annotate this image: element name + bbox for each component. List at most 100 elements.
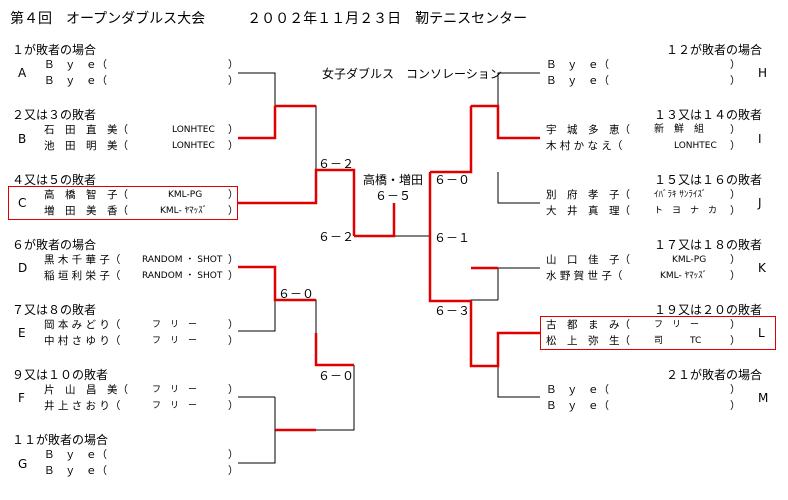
player-club: LONHTEC [674, 141, 717, 151]
player-club: フ リ ー [152, 401, 198, 411]
entry-letter: A [18, 66, 27, 80]
champion-name: 高橋・増田 [362, 173, 423, 187]
player-name: 池 田 明 美（ [44, 140, 128, 152]
event-name: 女子ダブルス コンソレーション [322, 67, 502, 81]
entry-letter: G [18, 457, 28, 471]
entry-letter: J [758, 196, 762, 210]
entry-label: １９又は２０の敗者 [654, 303, 763, 317]
player-close: ） [730, 319, 741, 331]
player-close: ） [730, 335, 741, 347]
player-club: ｲﾊﾞﾗｷ ｻﾝﾗｲｽﾞ [654, 190, 707, 200]
player-name: 岡 本 み ど り（ [44, 319, 121, 331]
entry-label: ７又は８の敗者 [12, 303, 97, 317]
player-club: RANDOM ・ SHOT [142, 255, 223, 265]
entry-label: １が敗者の場合 [12, 43, 97, 57]
entry-label: １７又は１８の敗者 [654, 238, 763, 252]
player-club: 新 鮮 組 [654, 124, 704, 135]
player-name: 高 橋 智 子（ [44, 189, 128, 201]
player-close: ） [730, 189, 741, 201]
player-name: 水 野 賀 世 子（ [546, 270, 623, 282]
player-close: ） [730, 400, 741, 412]
player-close: ） [730, 254, 741, 266]
player-close: ） [228, 205, 239, 217]
score-left-r1-de: ６－０ [278, 287, 315, 301]
player-club: KML-PG [168, 190, 203, 200]
player-close: ） [228, 254, 239, 266]
entry-label: ９又は１０の敗者 [12, 368, 109, 382]
entry-label: １３又は１４の敗者 [654, 108, 763, 122]
player-close: ） [228, 140, 239, 152]
player-name: 木 村 か な え（ [546, 140, 623, 152]
player-close: ） [730, 270, 741, 282]
player-club: ト ヨ ナ カ [654, 206, 718, 216]
entry-letter: D [18, 261, 28, 275]
player-name: Ｂ ｙ ｅ（ [546, 75, 609, 87]
score-right-r2-top: ６－０ [434, 173, 471, 187]
entry-letter: K [758, 261, 766, 275]
player-name: 稲 垣 利 栄 子（ [44, 270, 121, 282]
player-name: 別 府 孝 子（ [546, 189, 630, 201]
player-close: ） [228, 75, 239, 87]
player-club: KML-PG [672, 255, 707, 265]
player-close: ） [228, 270, 239, 282]
entry-label: ２又は３の敗者 [12, 108, 97, 122]
player-name: 増 田 美 香（ [44, 205, 128, 217]
entry-label: ２１が敗者の場合 [666, 368, 763, 382]
player-name: Ｂ ｙ ｅ（ [546, 384, 609, 396]
player-name: 黒 木 千 華 子（ [44, 254, 121, 266]
entry-label: ４又は５の敗者 [12, 173, 97, 187]
player-name: Ｂ ｙ ｅ（ [44, 465, 107, 477]
entry-letter: C [18, 196, 27, 210]
player-close: ） [730, 205, 741, 217]
player-name: Ｂ ｙ ｅ（ [546, 400, 609, 412]
score-left-r3: ６－２ [318, 230, 355, 244]
player-club: LONHTEC [172, 125, 215, 135]
player-close: ） [730, 59, 741, 71]
entry-label: ６が敗者の場合 [12, 238, 97, 252]
entry-letter: B [18, 132, 27, 146]
player-close: ） [228, 335, 239, 347]
player-name: 宇 城 多 恵（ [546, 124, 630, 136]
player-close: ） [730, 140, 741, 152]
player-name: 大 井 真 理（ [546, 205, 630, 217]
entry-letter: L [758, 326, 765, 340]
entry-label: １５又は１６の敗者 [654, 173, 763, 187]
player-close: ） [228, 465, 239, 477]
runner-highlight-right [540, 316, 776, 350]
player-name: 片 山 昌 美（ [44, 384, 128, 396]
player-club: フ リ ー [152, 320, 198, 330]
player-close: ） [228, 59, 239, 71]
player-club: フ リ ー [152, 336, 198, 346]
player-close: ） [228, 384, 239, 396]
final-score: ６－５ [374, 189, 411, 203]
player-club: KML- ﾔﾏｯｽﾞ [160, 206, 208, 216]
player-name: 中 村 さ ゆ り（ [44, 335, 121, 347]
player-close: ） [730, 384, 741, 396]
entry-letter: H [758, 66, 768, 80]
player-name: 古 都 ま み（ [546, 319, 630, 331]
entry-label: １１が敗者の場合 [12, 433, 109, 447]
player-close: ） [228, 189, 239, 201]
player-close: ） [228, 400, 239, 412]
player-close: ） [228, 319, 239, 331]
player-name: Ｂ ｙ ｅ（ [44, 449, 107, 461]
player-name: Ｂ ｙ ｅ（ [546, 59, 609, 71]
player-name: Ｂ ｙ ｅ（ [44, 59, 107, 71]
player-name: Ｂ ｙ ｅ（ [44, 75, 107, 87]
entry-letter: M [758, 391, 769, 405]
player-name: 石 田 直 美（ [44, 124, 128, 136]
player-club: フ リ ー [152, 385, 198, 395]
player-club: RANDOM ・ SHOT [142, 271, 223, 281]
entry-letter: F [18, 391, 25, 405]
player-close: ） [228, 449, 239, 461]
player-close: ） [730, 75, 741, 87]
player-close: ） [730, 124, 741, 136]
entry-letter: E [18, 326, 26, 340]
entry-letter: I [758, 132, 762, 146]
entry-label: １２が敗者の場合 [666, 43, 763, 57]
winner-highlight-left [8, 186, 238, 220]
score-left-r2-bottom: ６－０ [318, 369, 355, 383]
page-title: 第４回 オープンダブルス大会 ２００２年１１月２３日 靭テニスセンター [10, 11, 528, 27]
player-close: ） [228, 124, 239, 136]
